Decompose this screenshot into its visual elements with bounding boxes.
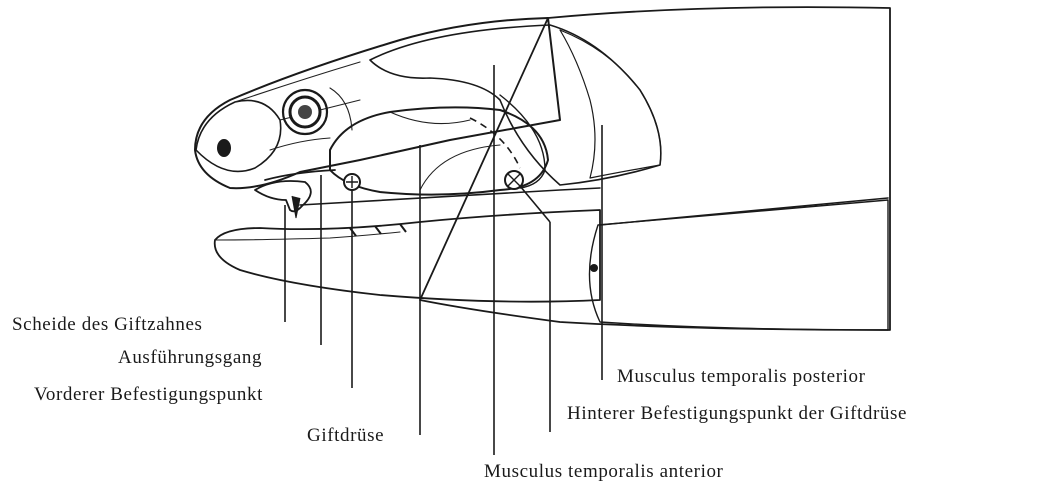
ventral-scales — [589, 200, 888, 330]
label-sheath: Scheide des Giftzahnes — [12, 314, 202, 335]
mouth — [215, 181, 600, 302]
small-mark — [590, 264, 598, 272]
fang-sheath — [255, 181, 311, 211]
label-temporalis-posterior: Musculus temporalis posterior — [617, 366, 866, 387]
label-rear-attachment: Hinterer Befestigungspunkt der Giftdrüse — [567, 403, 907, 424]
temporalis-posterior-muscle — [560, 30, 661, 178]
label-temporalis-anterior: Musculus temporalis anterior — [484, 461, 724, 482]
snake-upper-head — [195, 18, 560, 188]
temporalis-anterior-muscle — [370, 25, 661, 185]
front-attachment-marker — [344, 174, 360, 190]
label-duct: Ausführungsgang — [118, 347, 262, 368]
snake-body — [420, 7, 890, 330]
labels: Scheide des Giftzahnes Ausführungsgang V… — [12, 314, 907, 482]
nostril — [217, 139, 231, 157]
label-venom-gland: Giftdrüse — [307, 425, 384, 446]
fang — [292, 196, 300, 218]
eye — [283, 90, 327, 134]
lower-jaw — [215, 210, 600, 302]
label-front-attachment: Vorderer Befestigungspunkt — [34, 384, 263, 405]
